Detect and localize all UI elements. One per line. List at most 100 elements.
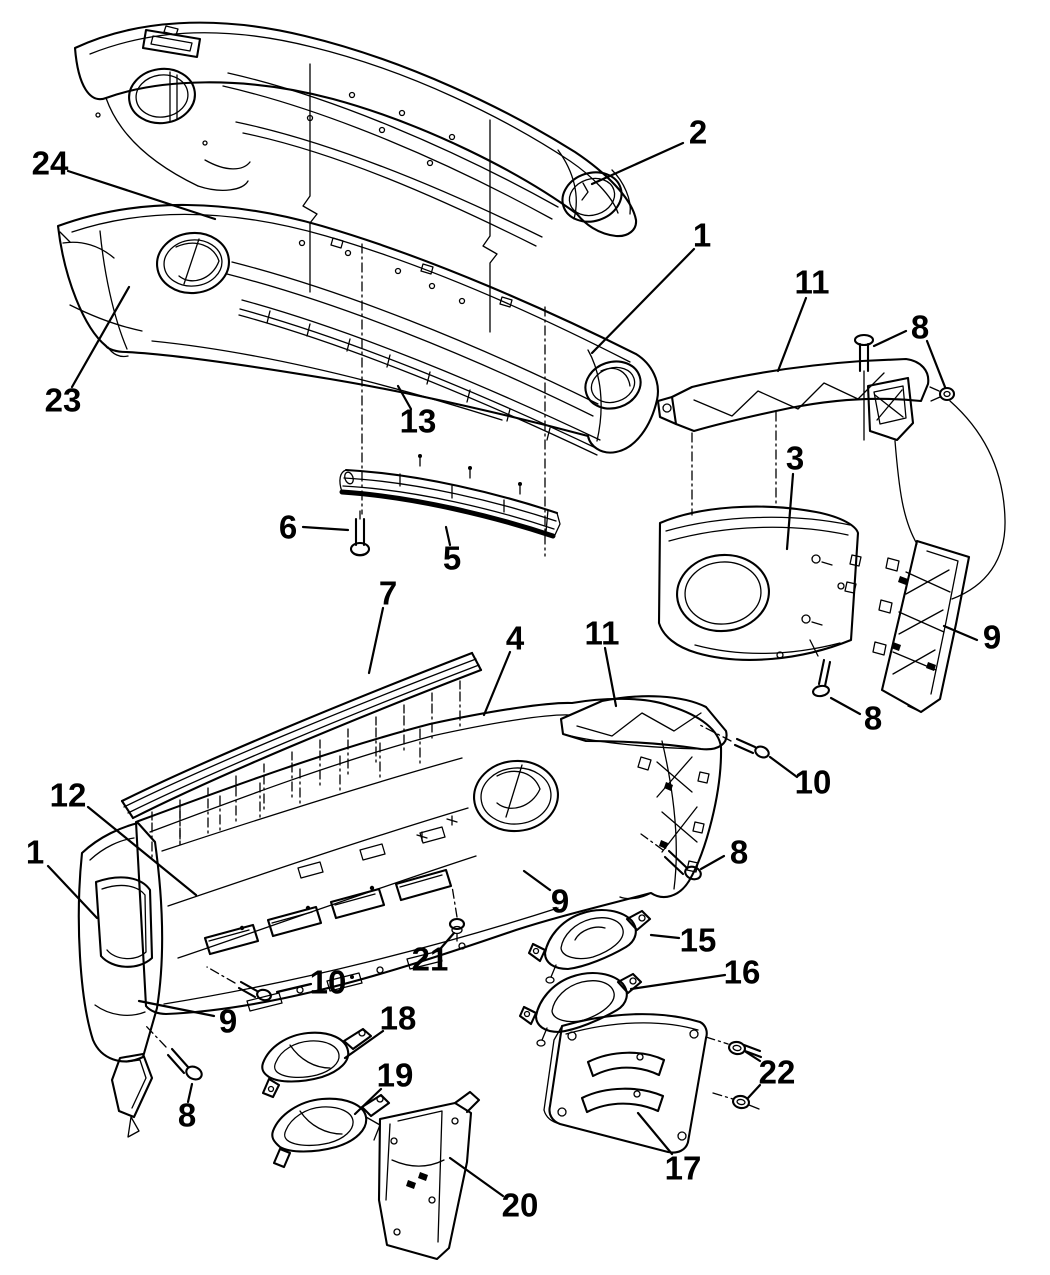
leader-line-1 [46, 864, 99, 920]
upper-face-bar-sketch [73, 21, 638, 333]
callout-15-22: 15 [680, 922, 717, 959]
callout-9-19: 9 [551, 883, 569, 920]
callout-8-18: 8 [730, 834, 748, 871]
leader-line-3 [785, 472, 795, 551]
leader-line-10 [768, 755, 799, 779]
push-pin-10-right [697, 723, 770, 759]
air-dam-strip-sketch [339, 454, 561, 539]
clip-nut-8 [929, 386, 956, 402]
witness-line [302, 63, 318, 293]
bracket-plate-20-sketch [377, 1090, 481, 1261]
leader-line-20 [448, 1156, 505, 1198]
leader-line-22 [744, 1050, 762, 1063]
leader-line-6 [301, 525, 350, 532]
callout-5-9: 5 [443, 540, 461, 577]
leader-line-16 [629, 973, 727, 991]
lower-fascia-sketch [77, 695, 728, 1138]
callout-9-13: 9 [983, 619, 1001, 656]
bolt-8-mid [640, 833, 702, 881]
leader-line-13 [396, 384, 413, 411]
callout-11-3: 11 [795, 264, 830, 301]
callout-20-30: 20 [502, 1187, 539, 1224]
leader-line-9 [942, 624, 979, 642]
callout-18-24: 18 [380, 1000, 417, 1037]
callout-2-0: 2 [689, 114, 707, 151]
leader-line-22 [746, 1083, 762, 1100]
callout-22-26: 22 [759, 1054, 796, 1091]
callout-11-12: 11 [585, 615, 620, 652]
callout-6-8: 6 [279, 509, 297, 546]
bolt-8-top [853, 333, 875, 441]
bolt-22 [705, 1036, 763, 1059]
callout-12-16: 12 [50, 777, 87, 814]
callout-9-27: 9 [219, 1003, 237, 1040]
fog-lamp-opening-mid-left [156, 231, 230, 295]
rub-strip-band [241, 299, 601, 441]
leader-line-24 [66, 169, 217, 221]
leader-line-17 [636, 1111, 674, 1156]
leader-line-9 [137, 999, 216, 1018]
callout-1-2: 1 [693, 217, 711, 254]
callout-8-28: 8 [178, 1097, 196, 1134]
leader-line-10 [275, 982, 313, 994]
leader-line-12 [86, 805, 198, 897]
bolt-8-left [145, 1025, 203, 1081]
mounting-plate-17-sketch [543, 1013, 708, 1154]
bent-rod [949, 400, 1006, 600]
fascia-end-section-right-sketch [657, 505, 862, 661]
fog-lamp-opening-upper-left [128, 67, 196, 125]
grille-wing-bracket-sketch [559, 695, 728, 890]
fog-housing-19-sketch [271, 1093, 391, 1169]
leader-line-11 [776, 296, 808, 373]
leader-line-18 [343, 1029, 385, 1060]
leader-line-11 [603, 646, 618, 708]
leader-line-8 [699, 854, 726, 871]
leader-line-8 [872, 329, 908, 348]
bolt-6 [349, 510, 371, 557]
callout-3-5: 3 [786, 440, 804, 477]
leader-line-7 [367, 606, 385, 675]
callout-13-7: 13 [400, 403, 437, 440]
end-cap-left-sketch [77, 821, 164, 1138]
witness-line [482, 119, 498, 333]
leader-line-8 [829, 696, 862, 716]
callout-19-25: 19 [377, 1057, 414, 1094]
callout-7-10: 7 [379, 575, 397, 612]
leader-line-1 [590, 247, 696, 355]
bolt-8-right [809, 639, 832, 698]
leader-line-8 [925, 339, 947, 389]
side-bracket-right-sketch [872, 539, 971, 714]
middle-face-bar-sketch [56, 203, 659, 557]
leader-line-21 [439, 931, 456, 950]
hook-bracket-16-sketch [518, 972, 643, 1047]
fog-lamp-opening-mid-right [584, 360, 642, 410]
callout-1-17: 1 [26, 834, 44, 871]
push-pin-10-left [206, 966, 272, 1002]
leader-line-4 [482, 650, 512, 717]
hook-bracket-15-sketch [527, 909, 652, 984]
fog-housing-18-sketch [261, 1027, 373, 1099]
callout-4-11: 4 [506, 620, 525, 657]
leader-line-19 [353, 1087, 383, 1116]
leader-line-23 [70, 285, 131, 389]
fog-lamp-opening-lower [472, 759, 560, 833]
callout-10-15: 10 [795, 764, 832, 801]
push-nut-21 [448, 885, 466, 942]
callout-16-23: 16 [724, 954, 761, 991]
callout-23-6: 23 [45, 382, 82, 419]
fog-lamp-opening-upper-right [561, 171, 623, 223]
molding-strip-sketch [120, 651, 483, 862]
callout-24-1: 24 [32, 145, 69, 182]
leader-line-2 [590, 141, 685, 186]
support-rail-right-sketch [656, 357, 1006, 600]
leader-line-9 [522, 869, 552, 892]
leader-line-15 [649, 933, 681, 940]
fog-lamp-opening-right-section [676, 553, 770, 633]
nut-22 [712, 1092, 760, 1110]
license-bracket [141, 28, 202, 59]
leader-line-5 [444, 525, 452, 547]
callout-17-29: 17 [665, 1150, 702, 1187]
